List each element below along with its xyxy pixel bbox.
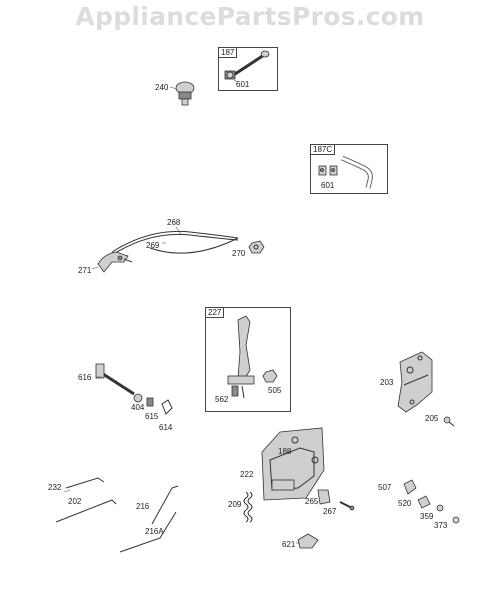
callout-203: 203 xyxy=(380,378,394,387)
part-404-615-614 xyxy=(133,393,173,415)
callout-188: 188 xyxy=(278,447,292,456)
callout-621: 621 xyxy=(282,540,296,549)
part-203-bracket xyxy=(397,351,433,413)
callout-209: 209 xyxy=(228,500,242,509)
part-188-bracket xyxy=(261,427,325,501)
callout-265: 265 xyxy=(305,497,319,506)
part-232-202-links xyxy=(55,477,117,523)
part-616-shaft xyxy=(95,363,135,396)
callout-268: 268 xyxy=(167,218,181,227)
callout-373: 373 xyxy=(434,521,448,530)
callout-216a: 216A xyxy=(145,527,164,536)
callout-271: 271 xyxy=(78,266,92,275)
callout-359: 359 xyxy=(420,512,434,521)
callout-615: 615 xyxy=(145,412,159,421)
callout-270: 270 xyxy=(232,249,246,258)
callout-267: 267 xyxy=(323,507,337,516)
callout-562: 562 xyxy=(215,395,229,404)
callout-404: 404 xyxy=(131,403,145,412)
kit-box-227-label: 227 xyxy=(205,307,225,318)
part-187-tube xyxy=(224,50,270,83)
part-187c-elbow xyxy=(318,155,373,189)
kit-box-187c-label: 187C xyxy=(310,144,336,155)
callout-205: 205 xyxy=(425,414,439,423)
part-271-lever xyxy=(91,251,133,273)
callout-614: 614 xyxy=(159,423,173,432)
callout-240: 240 xyxy=(155,83,169,92)
part-507-520-359-373 xyxy=(403,479,460,524)
callout-187-601: 601 xyxy=(236,80,250,89)
part-227-governor-lever xyxy=(227,315,278,399)
callout-232: 232 xyxy=(48,483,62,492)
part-621-clip xyxy=(296,533,319,549)
callout-269: 269 xyxy=(146,241,160,250)
part-265-267 xyxy=(317,489,355,511)
part-240-primer-bulb xyxy=(169,81,195,106)
callout-187c-601: 601 xyxy=(321,181,335,190)
kit-box-187-label: 187 xyxy=(218,47,238,58)
callout-216: 216 xyxy=(136,502,150,511)
part-209-spring xyxy=(243,491,253,523)
callout-505: 505 xyxy=(268,386,282,395)
part-205-screw xyxy=(443,416,455,427)
part-269-cable xyxy=(111,226,239,256)
watermark: AppliancePartsPros.com xyxy=(75,2,425,31)
part-270-nut xyxy=(248,240,265,254)
callout-507: 507 xyxy=(378,483,392,492)
callout-222: 222 xyxy=(240,470,254,479)
callout-616: 616 xyxy=(78,373,92,382)
callout-202: 202 xyxy=(68,497,82,506)
part-216-216a-links xyxy=(119,485,179,553)
callout-520: 520 xyxy=(398,499,412,508)
